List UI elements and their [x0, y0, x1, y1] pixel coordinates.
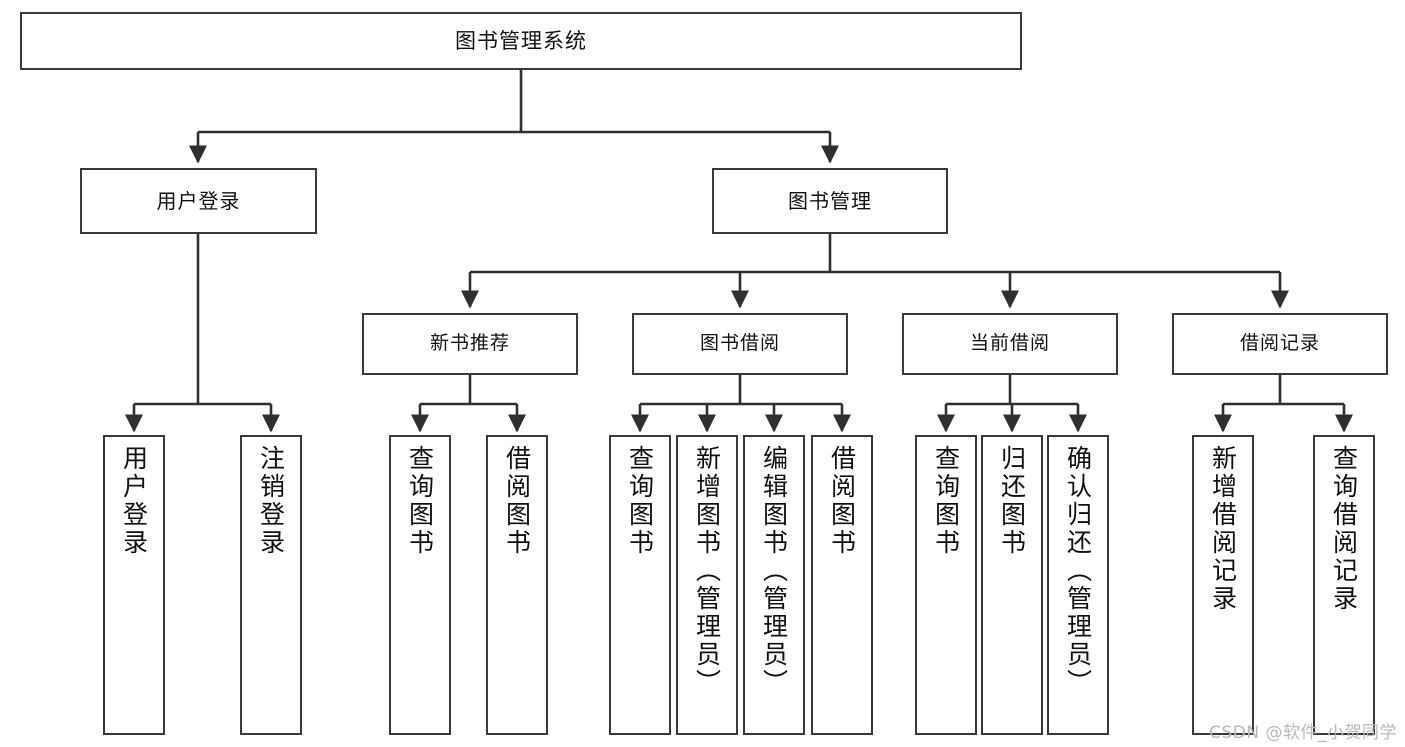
leaf-user-login-login[interactable]: 用户登录 — [103, 435, 165, 735]
leaf-current-borrow-query-label: 查询图书 — [931, 445, 961, 557]
node-user-login-label: 用户登录 — [156, 188, 241, 213]
node-current-borrow-label: 当前借阅 — [969, 332, 1050, 355]
leaf-user-login-logout[interactable]: 注销登录 — [240, 435, 302, 735]
leaf-book-borrow-query-label: 查询图书 — [625, 445, 655, 557]
leaf-current-borrow-return-label: 归还图书 — [997, 445, 1027, 557]
node-current-borrow[interactable]: 当前借阅 — [902, 313, 1118, 375]
leaf-new-book-query[interactable]: 查询图书 — [389, 435, 451, 735]
leaf-current-borrow-query[interactable]: 查询图书 — [915, 435, 977, 735]
leaf-borrow-record-query-label: 查询借阅记录 — [1329, 445, 1359, 613]
node-new-book-label: 新书推荐 — [429, 332, 510, 355]
node-book-borrow[interactable]: 图书借阅 — [632, 313, 848, 375]
leaf-current-borrow-confirm-label: 确认归还（管理员） — [1063, 445, 1093, 697]
leaf-new-book-borrow-label: 借阅图书 — [502, 445, 532, 557]
node-book-borrow-label: 图书借阅 — [699, 332, 780, 355]
leaf-book-borrow-add[interactable]: 新增图书（管理员） — [676, 435, 738, 735]
leaf-borrow-record-add[interactable]: 新增借阅记录 — [1192, 435, 1254, 735]
node-book-manage[interactable]: 图书管理 — [712, 168, 948, 234]
leaf-book-borrow-edit-label: 编辑图书（管理员） — [759, 445, 789, 697]
leaf-book-borrow-borrow[interactable]: 借阅图书 — [811, 435, 873, 735]
node-borrow-record-label: 借阅记录 — [1239, 332, 1320, 355]
leaf-user-login-logout-label: 注销登录 — [256, 445, 286, 557]
node-root[interactable]: 图书管理系统 — [20, 12, 1022, 70]
node-user-login[interactable]: 用户登录 — [80, 168, 317, 234]
leaf-borrow-record-query[interactable]: 查询借阅记录 — [1313, 435, 1375, 735]
node-borrow-record[interactable]: 借阅记录 — [1172, 313, 1388, 375]
node-root-label: 图书管理系统 — [455, 28, 587, 53]
leaf-book-borrow-edit[interactable]: 编辑图书（管理员） — [743, 435, 805, 735]
leaf-borrow-record-add-label: 新增借阅记录 — [1208, 445, 1238, 613]
leaf-new-book-borrow[interactable]: 借阅图书 — [486, 435, 548, 735]
leaf-book-borrow-query[interactable]: 查询图书 — [609, 435, 671, 735]
leaf-new-book-query-label: 查询图书 — [405, 445, 435, 557]
leaf-current-borrow-return[interactable]: 归还图书 — [981, 435, 1043, 735]
leaf-user-login-login-label: 用户登录 — [119, 445, 149, 557]
leaf-book-borrow-borrow-label: 借阅图书 — [827, 445, 857, 557]
node-new-book[interactable]: 新书推荐 — [362, 313, 578, 375]
node-book-manage-label: 图书管理 — [788, 188, 872, 213]
leaf-current-borrow-confirm[interactable]: 确认归还（管理员） — [1047, 435, 1109, 735]
leaf-book-borrow-add-label: 新增图书（管理员） — [692, 445, 722, 697]
